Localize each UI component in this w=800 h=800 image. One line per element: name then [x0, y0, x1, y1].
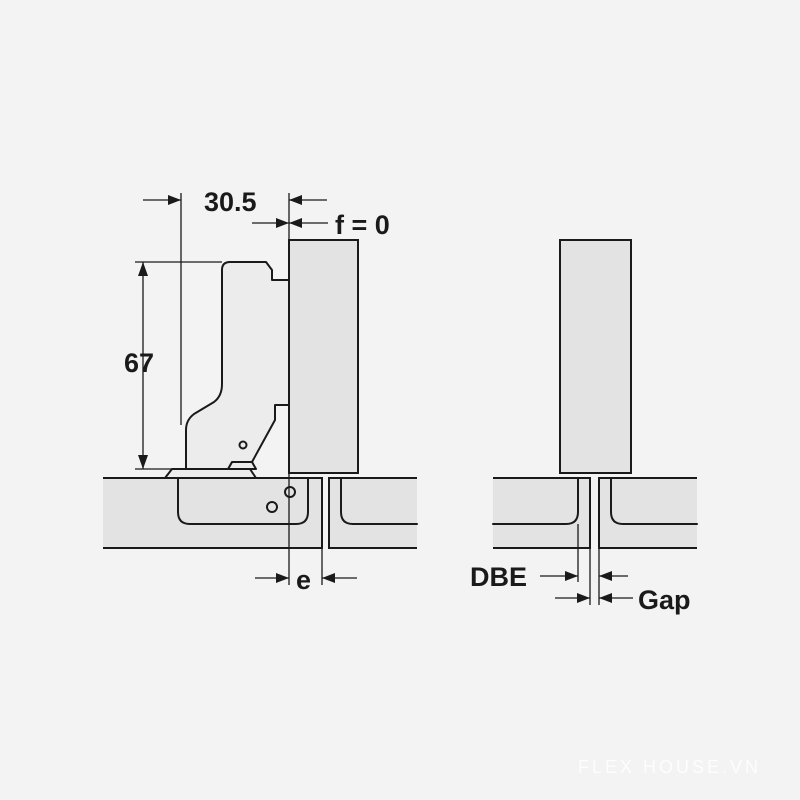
dim-width-arrow-left — [168, 195, 181, 205]
cabinet-panel-adjacent — [328, 477, 417, 549]
dim-gap-label: Gap — [638, 585, 691, 615]
hinge-arm-pin — [238, 440, 248, 450]
door-panel-right — [559, 239, 632, 474]
dim-dbe-arrow — [565, 571, 578, 581]
watermark: FLEX HOUSE.VN — [578, 757, 761, 777]
dim-overlay-label: f = 0 — [335, 210, 390, 240]
hinge-arm — [185, 261, 290, 470]
screw-hole-1 — [284, 486, 296, 498]
dim-e-arrow-left — [276, 573, 289, 583]
dim-overlay-arrow-right — [289, 218, 302, 228]
dim-height-label: 67 — [124, 348, 154, 378]
cabinet-panel-right-right — [598, 477, 697, 549]
dim-e-arrow-right — [322, 573, 335, 583]
hinge-cup-recess — [177, 477, 309, 525]
dim-gap-arrow-left — [577, 593, 590, 603]
cabinet-panel-right-left — [493, 477, 591, 549]
dim-width-label: 30.5 — [204, 187, 257, 217]
cabinet-panel-right-left-edge — [492, 477, 579, 525]
dim-gap-arrow-right — [599, 593, 612, 603]
dim-dbe-arrow-right — [599, 571, 612, 581]
adjacent-panel-edge — [340, 477, 418, 525]
cabinet-panel-right-right-edge — [610, 477, 698, 525]
dim-overlay-arrow — [276, 218, 289, 228]
dim-height-arrow-top — [138, 262, 148, 276]
dim-e-label: e — [296, 565, 311, 595]
right-assembly: DBE Gap — [470, 239, 698, 615]
dim-dbe-label: DBE — [470, 562, 527, 592]
dim-height-arrow-bottom — [138, 455, 148, 469]
dim-width-arrow-right — [289, 195, 302, 205]
screw-hole-2 — [266, 501, 278, 513]
door-panel-left — [288, 239, 359, 474]
left-assembly: 30.5 f = 0 67 e — [103, 187, 418, 595]
hinge-mounting-plate — [164, 468, 257, 479]
